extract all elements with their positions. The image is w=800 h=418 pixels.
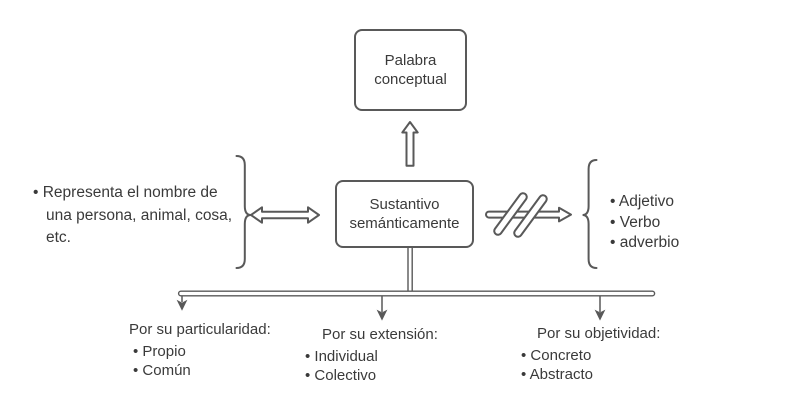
right-brace-icon xyxy=(582,159,598,269)
down-arrowhead-middle xyxy=(376,309,388,321)
node-sustantivo-semanticamente: Sustantivo semánticamente xyxy=(335,180,474,248)
left-definition-item: Representa el nombre de una persona, ani… xyxy=(33,182,238,250)
group-heading: Por su extensión: xyxy=(322,326,438,343)
left-definition-note: Representa el nombre de una persona, ani… xyxy=(33,182,238,250)
node-palabra-conceptual: Palabra conceptual xyxy=(354,29,467,111)
left-brace-icon xyxy=(235,155,251,269)
left-definition-list: Representa el nombre de una persona, ani… xyxy=(33,182,238,250)
list-item: Colectivo xyxy=(305,366,438,385)
right-exclusion-note: Adjetivo Verbo adverbio xyxy=(610,192,740,254)
left-right-arrow-outline xyxy=(250,206,320,224)
up-arrow-outline xyxy=(401,121,419,167)
list-item: Adjetivo xyxy=(610,192,740,213)
crossed-arrow-icon xyxy=(485,192,572,238)
branch-connector xyxy=(176,248,656,321)
list-item: adverbio xyxy=(610,233,740,254)
group-objetividad: Por su objetividad: Concreto Abstracto xyxy=(521,325,661,384)
group-list: Propio Común xyxy=(128,342,271,380)
list-item: Concreto xyxy=(521,346,660,365)
group-heading: Por su particularidad: xyxy=(129,321,271,338)
up-arrow-icon xyxy=(401,121,419,167)
node-sustantivo-label: Sustantivo semánticamente xyxy=(349,195,460,233)
left-right-arrow-icon xyxy=(250,206,320,224)
node-palabra-conceptual-label: Palabra conceptual xyxy=(374,51,447,89)
list-item: Abstracto xyxy=(521,365,660,384)
group-particularidad: Por su particularidad: Propio Común xyxy=(128,321,271,380)
list-item: Verbo xyxy=(610,213,740,234)
right-exclusion-list: Adjetivo Verbo adverbio xyxy=(610,192,740,254)
group-heading: Por su objetividad: xyxy=(537,325,661,342)
down-arrowhead-left xyxy=(176,299,188,311)
horizontal-bar xyxy=(177,290,656,297)
list-item: Propio xyxy=(133,342,271,361)
group-list: Individual Colectivo xyxy=(305,347,438,385)
list-item: Individual xyxy=(305,347,438,366)
slash-1-fill xyxy=(495,194,526,234)
down-arrowhead-right xyxy=(594,309,606,321)
group-extension: Por su extensión: Individual Colectivo xyxy=(305,326,438,385)
list-item: Común xyxy=(133,361,271,380)
group-list: Concreto Abstracto xyxy=(521,346,660,384)
slash-2-fill xyxy=(515,196,546,236)
